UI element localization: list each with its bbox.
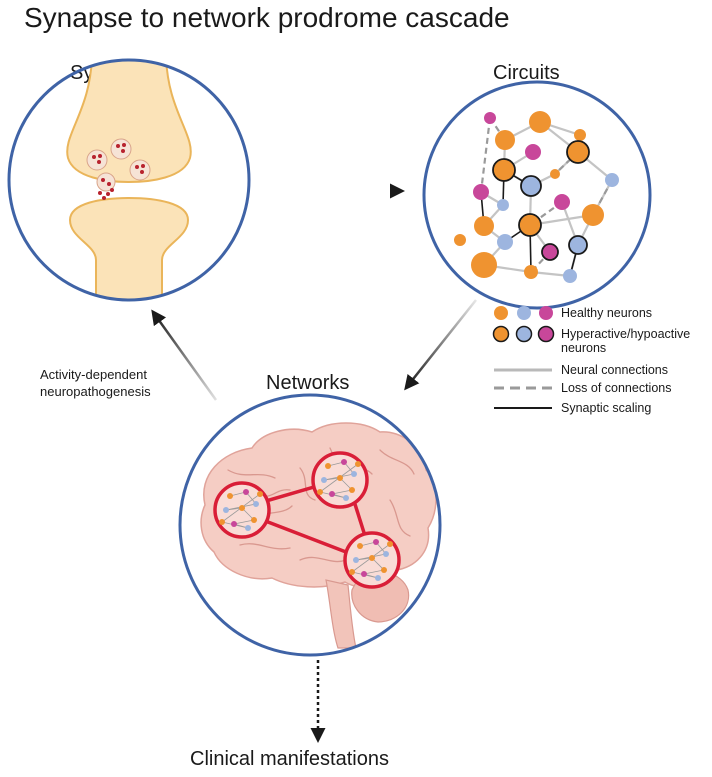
legend-hyper-magenta [537, 325, 555, 343]
synapse-panel [7, 58, 251, 302]
postsynaptic-terminal [68, 196, 190, 300]
circuit-neuron [520, 175, 542, 197]
circuit-neuron [474, 216, 494, 236]
circuits-label: Circuits [493, 62, 560, 84]
circuit-network [454, 111, 619, 283]
circuit-neuron [497, 234, 513, 250]
circuit-neuron [497, 199, 509, 211]
legend-healthy-label: Healthy neurons [561, 306, 653, 320]
legend-hyper-orange [492, 325, 510, 343]
legend-hyper-line2: neurons [561, 341, 607, 355]
circuit-neuron [563, 269, 577, 283]
activity-dependent-note: Activity-dependent neuropathogenesis [40, 366, 151, 400]
circuit-neuron [554, 194, 570, 210]
circuit-neuron [605, 173, 619, 187]
mini-network [343, 531, 401, 589]
circuit-neuron [525, 144, 541, 160]
circuit-neuron [541, 243, 559, 261]
activity-note-line2: neuropathogenesis [40, 384, 151, 399]
circuit-neuron [484, 112, 496, 124]
circuit-neuron [566, 140, 590, 164]
legend-healthy-orange [494, 306, 508, 320]
circuit-neuron [582, 204, 604, 226]
circuit-neuron [471, 252, 497, 278]
circuit-neuron [574, 129, 586, 141]
legend-hyper-blue [515, 325, 533, 343]
brainstem [325, 579, 357, 649]
mini-network [213, 481, 271, 539]
legend [492, 306, 555, 409]
legend-neural-label: Neural connections [561, 363, 669, 377]
legend-hyper-line1: Hyperactive/hypoactive [561, 327, 691, 341]
circuit-neuron [518, 213, 542, 237]
arrow-networks-to-synapse [151, 309, 218, 401]
diagram-title: Synapse to network prodrome cascade [24, 2, 510, 33]
networks-panel [178, 393, 442, 657]
legend-healthy-magenta [539, 306, 553, 320]
circuit-neuron [568, 235, 588, 255]
networks-label: Networks [266, 372, 350, 394]
legend-loss-label: Loss of connections [561, 381, 672, 395]
circuit-neuron [492, 158, 516, 182]
circuit-neuron [529, 111, 551, 133]
circuits-panel [422, 80, 652, 310]
activity-note-line1: Activity-dependent [40, 367, 147, 382]
mini-networks [213, 451, 401, 589]
legend-healthy-blue [517, 306, 531, 320]
synapse-circle [7, 58, 251, 302]
circuit-neuron [524, 265, 538, 279]
networks-circle [178, 393, 442, 657]
circuit-neuron [495, 130, 515, 150]
circuits-circle [422, 80, 652, 310]
legend-scaling-label: Synaptic scaling [561, 401, 652, 415]
presynaptic-terminal [66, 60, 192, 184]
circuit-neuron [473, 184, 489, 200]
clinical-manifestations-label: Clinical manifestations [190, 748, 389, 770]
arrow-circuits-to-networks [404, 299, 477, 391]
circuit-neuron [550, 169, 560, 179]
circuit-neuron [454, 234, 466, 246]
mini-network [311, 451, 369, 509]
legend-hyper-label: Hyperactive/hypoactive neurons [561, 327, 690, 355]
